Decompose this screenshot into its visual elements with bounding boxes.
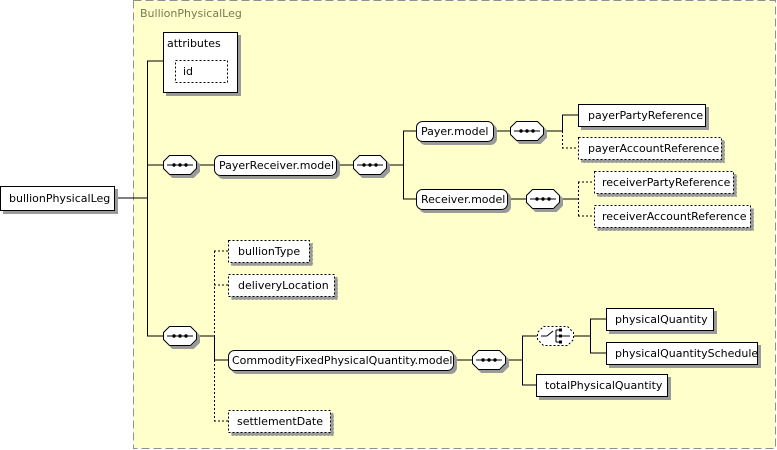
element-physical-quantity-schedule-label: physicalQuantitySchedule [615,347,758,360]
element-physical-quantity[interactable]: physicalQuantity [606,308,714,331]
element-physical-quantity-schedule[interactable]: physicalQuantitySchedule [606,342,759,365]
element-payer-account-reference-label: payerAccountReference [588,142,720,155]
element-receiver-account-reference[interactable]: receiverAccountReference [594,205,751,228]
element-payer-party-reference[interactable]: payerPartyReference [578,104,706,127]
model-receiver-label: Receiver.model [421,193,505,206]
model-payer-receiver-label: PayerReceiver.model [219,159,334,172]
model-payer-label: Payer.model [421,125,488,138]
root-element-label: bullionPhysicalLeg [9,192,110,205]
sequence-icon-5 [163,326,197,346]
attributes-title: attributes [167,37,221,50]
element-settlement-date-label: settlementDate [237,415,323,428]
group-title: BullionPhysicalLeg [140,7,242,20]
element-total-physical-quantity-label: totalPhysicalQuantity [545,379,663,392]
attributes-box[interactable]: attributes id [163,32,238,93]
attribute-id[interactable] [175,60,228,83]
sequence-icon-3 [510,121,544,141]
choice-icon [537,326,574,346]
element-delivery-location[interactable]: deliveryLocation [228,274,335,297]
connectors [115,60,606,386]
element-total-physical-quantity[interactable]: totalPhysicalQuantity [536,374,668,397]
element-receiver-party-reference-label: receiverPartyReference [602,176,731,189]
optional-connectors [214,131,594,422]
model-commodity-fixed-physical-quantity[interactable]: CommodityFixedPhysicalQuantity.model [228,350,454,371]
sequence-icon-2 [353,155,387,175]
model-receiver[interactable]: Receiver.model [416,189,508,210]
element-receiver-account-reference-label: receiverAccountReference [602,210,747,223]
element-physical-quantity-label: physicalQuantity [615,313,708,326]
sequence-icon-4 [526,189,560,209]
element-payer-party-reference-label: payerPartyReference [588,109,703,122]
model-payer-receiver[interactable]: PayerReceiver.model [214,155,337,176]
model-commodity-fixed-label: CommodityFixedPhysicalQuantity.model [232,354,452,367]
element-bullion-type-label: bullionType [238,245,300,258]
element-delivery-location-label: deliveryLocation [238,279,329,292]
element-payer-account-reference[interactable]: payerAccountReference [578,137,722,160]
element-settlement-date[interactable]: settlementDate [228,410,331,433]
sequence-icon-1 [163,155,197,175]
attribute-id-label: id [183,65,193,78]
element-receiver-party-reference[interactable]: receiverPartyReference [594,171,734,194]
root-element[interactable]: bullionPhysicalLeg [0,186,115,211]
sequence-icon-6 [472,350,506,370]
model-payer[interactable]: Payer.model [416,121,494,142]
element-bullion-type[interactable]: bullionType [228,240,310,263]
